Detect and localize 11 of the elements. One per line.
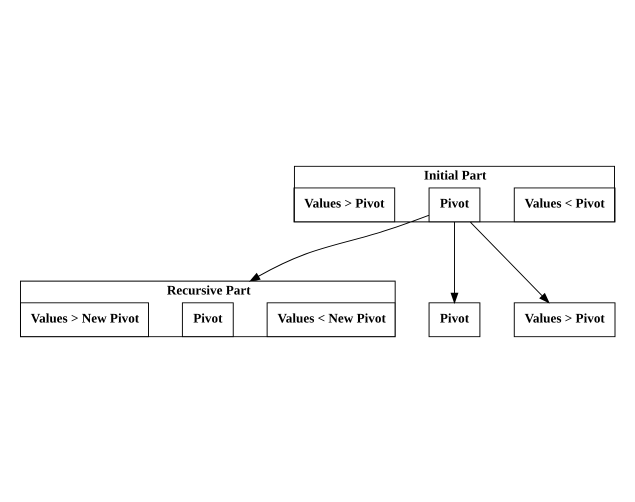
arrow [450,221,458,304]
node-box: Values < New Pivot [266,302,396,337]
node-box: Values > Pivot [294,186,396,222]
node-box: Values < Pivot [514,186,616,222]
node-box: Values > New Pivot [20,302,149,337]
node-box: Pivot [428,186,480,222]
node-box: Pivot [428,302,480,337]
node-box: Pivot [182,302,234,337]
arrow [470,221,550,304]
node-box: Values > Pivot [514,302,616,337]
arrow [248,214,430,282]
